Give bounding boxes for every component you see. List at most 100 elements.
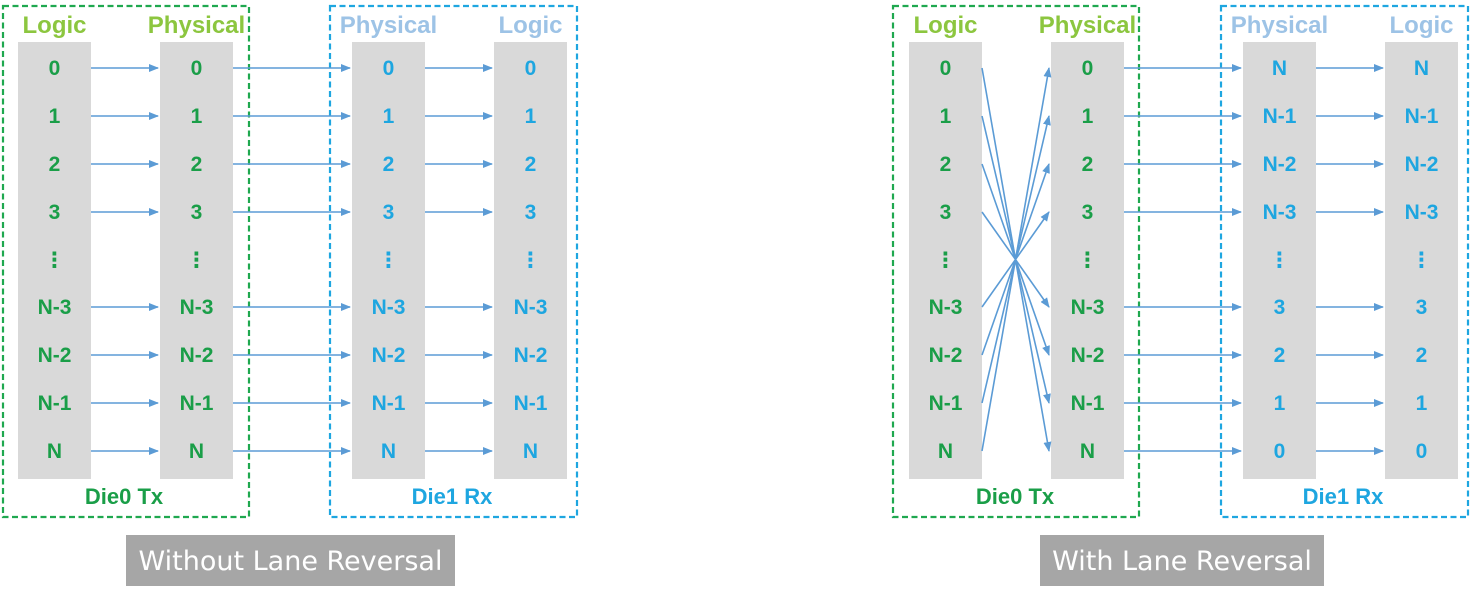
caption-background xyxy=(126,535,455,586)
lane-label: N xyxy=(381,440,396,463)
lane-column-4 xyxy=(494,42,567,479)
die1-rx-label: Die1 Rx xyxy=(1303,484,1384,509)
column-header: Logic xyxy=(499,12,563,39)
diagram-without-lane-reversal: Logic0123⋮N-3N-2N-1NPhysical0123⋮N-3N-2N… xyxy=(1,4,579,586)
lane-column-2 xyxy=(1051,42,1124,479)
lane-label: N-2 xyxy=(372,344,406,367)
lane-column-3 xyxy=(352,42,425,479)
lane-label: N xyxy=(523,440,538,463)
lane-label: 2 xyxy=(1416,344,1428,367)
lane-label: 0 xyxy=(191,57,203,80)
lane-label: 3 xyxy=(1082,201,1094,224)
diagram-with-lane-reversal: Logic0123⋮N-3N-2N-1NPhysical0123⋮N-3N-2N… xyxy=(891,4,1470,586)
lane-label: 1 xyxy=(525,105,537,128)
lane-label: 3 xyxy=(1274,296,1286,319)
lane-label: N-3 xyxy=(372,296,406,319)
lane-label: 1 xyxy=(1416,392,1428,415)
lane-label: 1 xyxy=(1082,105,1094,128)
lane-label: N xyxy=(189,440,204,463)
lane-label: 2 xyxy=(525,153,537,176)
lane-label: 0 xyxy=(383,57,395,80)
lane-label: 3 xyxy=(940,201,952,224)
lane-column-1 xyxy=(909,42,982,479)
lane-label: 1 xyxy=(1274,392,1286,415)
lane-column-4 xyxy=(1385,42,1458,479)
column-header: Logic xyxy=(1390,12,1454,39)
lane-label: N-3 xyxy=(514,296,548,319)
lane-label: N-3 xyxy=(1405,201,1439,224)
lane-label: ⋮ xyxy=(935,249,956,272)
lane-label: N-1 xyxy=(929,392,963,415)
lane-label: 1 xyxy=(940,105,952,128)
lane-label: 1 xyxy=(191,105,203,128)
lane-label: 3 xyxy=(191,201,203,224)
lane-label: ⋮ xyxy=(520,249,541,272)
lane-label: N-3 xyxy=(1071,296,1105,319)
lane-label: ⋮ xyxy=(186,249,207,272)
caption-text: Without Lane Reversal xyxy=(139,546,443,577)
lane-label: N xyxy=(1080,440,1095,463)
caption-background xyxy=(1040,535,1324,586)
die1-rx-box xyxy=(1219,4,1470,519)
lane-label: N-1 xyxy=(372,392,406,415)
lane-label: 1 xyxy=(49,105,61,128)
lane-column-2 xyxy=(160,42,233,479)
lane-label: ⋮ xyxy=(1077,249,1098,272)
lane-arrow xyxy=(981,67,1052,452)
lane-label: 3 xyxy=(1416,296,1428,319)
lane-label: ⋮ xyxy=(1269,249,1290,272)
die1-rx-box xyxy=(328,4,579,519)
lane-column-1 xyxy=(18,42,91,479)
die0-tx-label: Die0 Tx xyxy=(976,484,1055,509)
lane-label: N xyxy=(938,440,953,463)
lane-label: N-1 xyxy=(514,392,548,415)
lane-label: N-1 xyxy=(1071,392,1105,415)
die0-tx-box xyxy=(1,4,251,519)
column-header: Physical xyxy=(1231,12,1328,39)
lane-label: 3 xyxy=(49,201,61,224)
lane-label: N-2 xyxy=(1071,344,1105,367)
lane-label: N-2 xyxy=(514,344,548,367)
lane-label: N-3 xyxy=(180,296,214,319)
lane-label: 0 xyxy=(1416,440,1428,463)
caption-text: With Lane Reversal xyxy=(1052,546,1312,577)
lane-label: N-3 xyxy=(929,296,963,319)
lane-label: 0 xyxy=(1082,57,1094,80)
lane-label: N-3 xyxy=(38,296,72,319)
lane-label: 2 xyxy=(1082,153,1094,176)
lane-label: N-2 xyxy=(1263,153,1297,176)
lane-label: N-1 xyxy=(38,392,72,415)
lane-label: N xyxy=(47,440,62,463)
lane-column-3 xyxy=(1243,42,1316,479)
lane-label: ⋮ xyxy=(378,249,399,272)
lane-label: 0 xyxy=(1274,440,1286,463)
lane-label: 2 xyxy=(1274,344,1286,367)
column-header: Physical xyxy=(340,12,437,39)
lane-label: ⋮ xyxy=(44,249,65,272)
lane-label: 2 xyxy=(49,153,61,176)
lane-label: N-1 xyxy=(1405,105,1439,128)
die0-tx-box xyxy=(891,4,1141,519)
die1-rx-label: Die1 Rx xyxy=(412,484,493,509)
lane-label: 0 xyxy=(940,57,952,80)
lane-label: 3 xyxy=(525,201,537,224)
column-header: Physical xyxy=(1039,12,1136,39)
lane-label: N-2 xyxy=(1405,153,1439,176)
lane-label: 2 xyxy=(191,153,203,176)
lane-label: N-1 xyxy=(180,392,214,415)
lane-label: N-3 xyxy=(1263,201,1297,224)
column-header: Logic xyxy=(914,12,978,39)
lane-label: 0 xyxy=(525,57,537,80)
lane-label: ⋮ xyxy=(1411,249,1432,272)
lane-label: 1 xyxy=(383,105,395,128)
lane-label: N xyxy=(1414,57,1429,80)
lane-label: 2 xyxy=(940,153,952,176)
lane-label: N-2 xyxy=(38,344,72,367)
lane-label: 0 xyxy=(49,57,61,80)
die0-tx-label: Die0 Tx xyxy=(85,484,164,509)
lane-label: 3 xyxy=(383,201,395,224)
lane-label: N-2 xyxy=(929,344,963,367)
lane-label: 2 xyxy=(383,153,395,176)
lane-label: N xyxy=(1272,57,1287,80)
